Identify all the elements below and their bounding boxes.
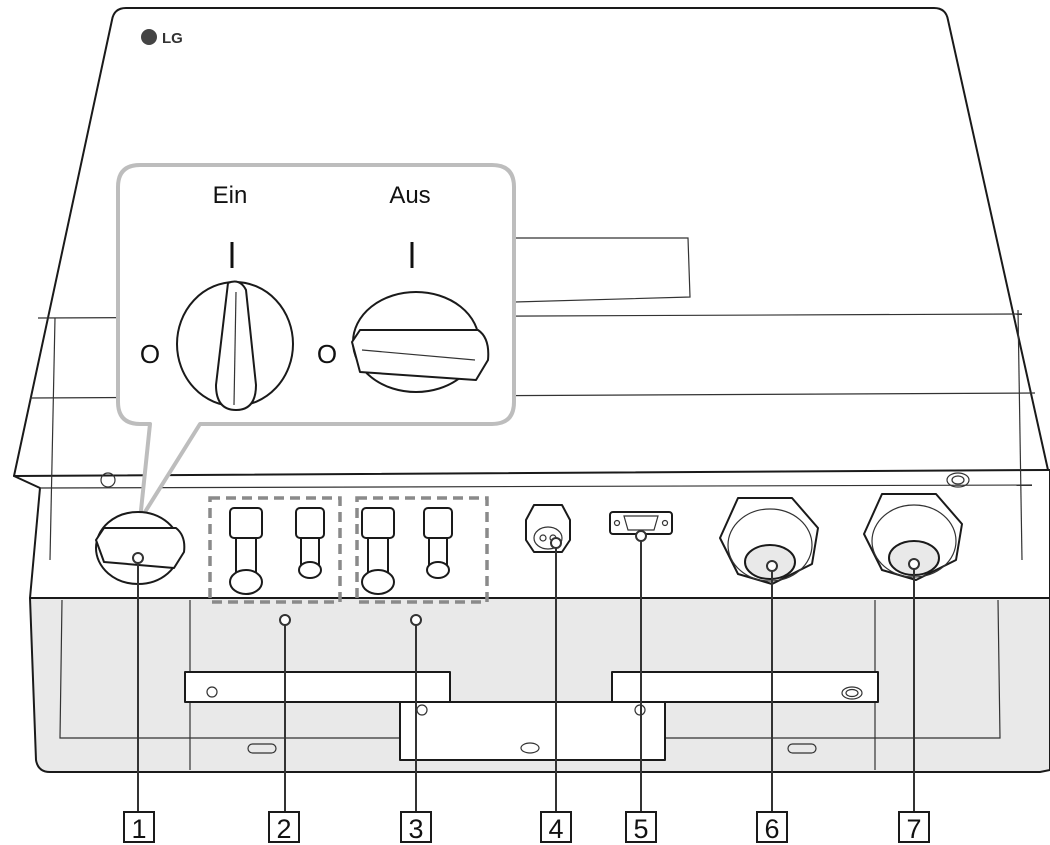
switch-off-label: Aus [389, 182, 430, 209]
svg-text:7: 7 [906, 814, 921, 844]
round-connector [526, 505, 570, 552]
svg-text:LG: LG [162, 30, 183, 47]
svg-text:3: 3 [408, 814, 423, 844]
callout-5: 5 [626, 812, 656, 844]
svg-text:2: 2 [276, 814, 291, 844]
callout-6: 6 [757, 812, 787, 844]
svg-text:6: 6 [764, 814, 779, 844]
svg-text:5: 5 [633, 814, 648, 844]
off-position-mark-right: O [317, 339, 337, 369]
lower-housing [30, 598, 1050, 772]
svg-text:4: 4 [548, 814, 563, 844]
callout-1: 1 [124, 812, 154, 844]
callout-7: 7 [899, 812, 929, 844]
mc4-connector-plus [296, 508, 324, 578]
callout-3: 3 [401, 812, 431, 844]
off-position-mark-left: O [140, 339, 160, 369]
lg-logo: LG [141, 29, 183, 47]
svg-text:1: 1 [131, 814, 146, 844]
callout-2: 2 [269, 812, 299, 844]
callout-numbers: 1 2 3 4 5 6 7 [124, 812, 929, 844]
mc4-connector-plus-2 [424, 508, 452, 578]
switch-on-label: Ein [213, 182, 248, 209]
callout-4: 4 [541, 812, 571, 844]
